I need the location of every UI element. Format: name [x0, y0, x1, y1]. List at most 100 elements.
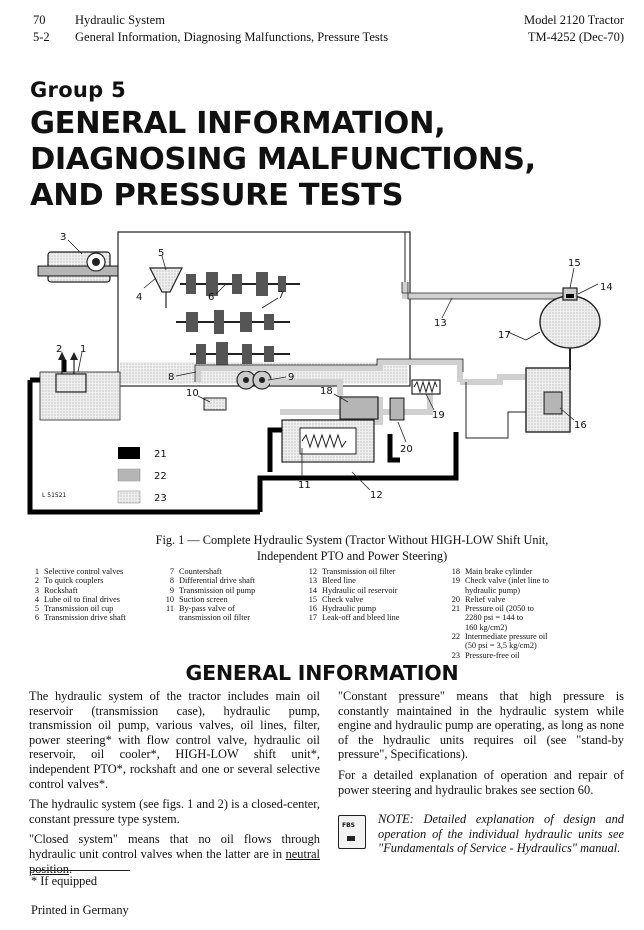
legend-number: 13: [308, 576, 317, 586]
legend-text: hydraulic pump): [465, 585, 521, 595]
legend-number: 10: [165, 594, 174, 604]
section-title: Hydraulic System: [75, 13, 165, 27]
legend-entry: hydraulic pump): [448, 586, 618, 595]
legend-text: Transmission oil filter: [322, 567, 396, 576]
note-text: NOTE: Detailed explanation of design and…: [378, 812, 624, 856]
legend-text: Check valve: [322, 594, 364, 604]
main-brake-cylinder: [339, 396, 379, 420]
legend-number: 9: [169, 585, 174, 595]
legend-text: Check valve (inlet line to: [465, 576, 549, 586]
paragraph-constant-pressure: "Constant pressure" means that high pres…: [338, 689, 624, 762]
key-label-21: 21: [154, 449, 167, 460]
fbs-book-icon: FBS: [338, 815, 366, 849]
hydraulic-oil-reservoir: [539, 287, 601, 370]
legend-number: 4: [34, 594, 39, 604]
legend-entry: 160 kg/cm2): [448, 623, 618, 632]
legend-entry: 23 Pressure-free oil: [448, 651, 618, 660]
legend-text: Lube oil to final drives: [44, 594, 121, 604]
legend-number: [448, 641, 460, 650]
legend-entry: 17 Leak-off and bleed line: [305, 613, 445, 622]
legend-entry: 2280 psi = 144 to: [448, 613, 618, 622]
callout-8: 8: [168, 372, 174, 383]
key-swatch-21: [118, 447, 140, 459]
callout-1: 1: [80, 344, 86, 355]
legend-number: 7: [169, 567, 174, 576]
closed-system-period: .: [68, 861, 73, 876]
oil-cup: [149, 267, 183, 293]
legend-text: Hydraulic pump: [322, 604, 377, 614]
legend-number: 14: [308, 585, 317, 595]
key-swatch-23: [117, 490, 141, 504]
legend-number: 23: [451, 650, 460, 660]
legend-entry: 4 Lube oil to final drives: [27, 595, 167, 604]
legend-text: Pressure-free oil: [465, 650, 520, 660]
legend-number: [448, 613, 460, 622]
key-label-23: 23: [154, 493, 167, 504]
legend-text: Countershaft: [179, 567, 222, 576]
callout-12: 12: [370, 490, 383, 501]
callout-15: 15: [568, 258, 581, 269]
callout-9: 9: [288, 372, 294, 383]
relief-valve: [389, 397, 405, 421]
legend-text: Leak-off and bleed line: [322, 613, 400, 623]
legend-text: Bleed line: [322, 576, 356, 586]
legend-entry: transmission oil filter: [162, 613, 312, 622]
legend-text: Suction screen: [179, 594, 228, 604]
legend-text: Transmission oil pump: [179, 585, 256, 595]
callout-16: 16: [574, 420, 587, 431]
legend-number: 1: [34, 567, 39, 576]
callout-3: 3: [60, 232, 66, 243]
legend-number: 12: [308, 567, 317, 576]
neutral-position-text: neutral position: [29, 846, 320, 876]
legend-number: 21: [451, 604, 460, 614]
legend-entry: 13 Bleed line: [305, 576, 445, 585]
legend-number: 3: [34, 585, 39, 595]
callout-5: 5: [158, 248, 164, 259]
rockshaft: [37, 251, 119, 283]
key-swatch-22: [117, 468, 141, 482]
group-label: Group 5: [30, 78, 127, 102]
legend-entry: (50 psi = 3,5 kg/cm2): [448, 641, 618, 650]
legend-text: Pressure oil (2050 to: [465, 604, 534, 614]
legend-entry: 7 Countershaft: [162, 567, 312, 576]
legend-number: 16: [308, 604, 317, 614]
legend-text: Intermediate pressure oil: [465, 632, 548, 642]
printed-in: Printed in Germany: [31, 903, 129, 917]
transmission-oil-pump: [236, 370, 272, 390]
legend-entry: 16 Hydraulic pump: [305, 604, 445, 613]
legend-text: Selective control valves: [44, 567, 124, 576]
legend-number: 19: [451, 576, 460, 586]
paragraph-system-components: The hydraulic system of the tractor incl…: [29, 689, 320, 791]
page-title: GENERAL INFORMATION, DIAGNOSING MALFUNCT…: [30, 106, 536, 214]
legend-number: [162, 613, 174, 622]
legend-number: 17: [308, 613, 317, 623]
left-column: The hydraulic system of the tractor incl…: [29, 689, 320, 882]
callout-7: 7: [278, 290, 284, 301]
legend-text: 160 kg/cm2): [465, 622, 508, 632]
callout-13: 13: [434, 318, 447, 329]
section-subtitle: General Information, Diagnosing Malfunct…: [75, 30, 389, 44]
callout-11: 11: [298, 480, 311, 491]
legend-number: [448, 586, 460, 595]
figure-caption: Fig. 1 — Complete Hydraulic System (Trac…: [60, 532, 644, 564]
manual-code: TM-4252 (Dec-70): [527, 30, 624, 44]
callout-10: 10: [186, 388, 199, 399]
legend-entry: 12 Transmission oil filter: [305, 567, 445, 576]
countershaft: [176, 310, 290, 334]
legend-text: Hydraulic oil reservoir: [322, 585, 398, 595]
title-line-1: GENERAL INFORMATION,: [30, 106, 446, 141]
callout-14: 14: [600, 282, 613, 293]
callout-18: 18: [320, 386, 333, 397]
legend-entry: 21 Pressure oil (2050 to: [448, 604, 618, 613]
differential-drive-shaft: [190, 342, 290, 366]
legend-entry: 9 Transmission oil pump: [162, 586, 312, 595]
